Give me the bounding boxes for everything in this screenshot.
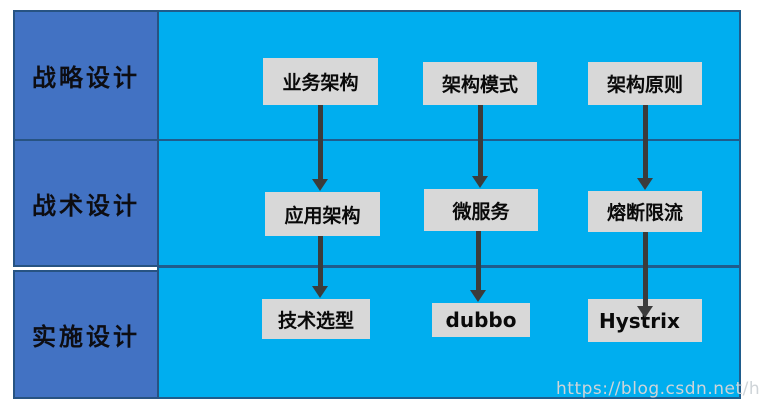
box-microservices: 微服务 (424, 189, 538, 231)
arrow-microservices-to-dubbo-line (476, 231, 481, 292)
box-dubbo: dubbo (432, 303, 530, 337)
row-label-implementation-design: 实施设计 (32, 322, 140, 351)
arrow-circuitbreak-to-hystrix-line (643, 232, 648, 308)
row-label-strategic-design: 战略设计 (32, 63, 140, 92)
arrow-patterns-to-microservices-head-icon (472, 176, 488, 188)
row-cell-implementation-design: 实施设计 (13, 270, 159, 399)
arrow-patterns-to-microservices-line (478, 105, 483, 178)
arrow-microservices-to-dubbo-head-icon (470, 290, 486, 302)
box-architecture-principles: 架构原则 (588, 62, 702, 105)
csdn-watermark: https://blog.csdn.net/hguisu (556, 379, 759, 399)
box-architecture-patterns: 架构模式 (423, 62, 537, 105)
arrow-application-to-technology-line (318, 236, 323, 288)
arrow-business-to-application-line (318, 105, 323, 181)
arrow-application-to-technology-head-icon (312, 286, 328, 298)
box-circuit-break-rate-limit: 熔断限流 (588, 191, 702, 232)
row-divider-2 (159, 265, 739, 268)
row-cell-strategic-design: 战略设计 (13, 10, 159, 141)
row-label-tactical-design: 战术设计 (32, 190, 140, 220)
row-divider-1 (159, 139, 739, 141)
arrow-circuitbreak-to-hystrix-head-icon (637, 306, 653, 318)
box-business-architecture: 业务架构 (263, 58, 378, 105)
box-application-architecture: 应用架构 (265, 192, 380, 236)
box-technology-selection: 技术选型 (262, 299, 370, 339)
arrow-principles-to-circuitbreak-line (643, 105, 648, 180)
arrow-principles-to-circuitbreak-head-icon (637, 178, 653, 190)
row-cell-tactical-design: 战术设计 (13, 139, 159, 267)
arrow-business-to-application-head-icon (312, 179, 328, 191)
